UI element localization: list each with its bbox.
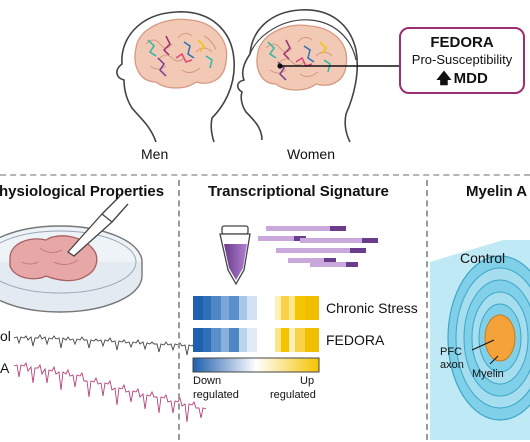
panel-title-myelin: Myelin A	[466, 183, 528, 200]
panel-title-physiological: hysiological Properties	[0, 183, 165, 200]
men-brain-icon	[134, 18, 228, 89]
pfc-axon-label-2: axon	[440, 359, 464, 371]
control-trace-label: ol	[0, 328, 11, 344]
fedora-box-effect-line: 🡅MDD	[401, 68, 523, 93]
panel-title-transcriptional: Transcriptional Signature	[208, 183, 389, 200]
heatmap-row-chronic-stress	[193, 296, 319, 320]
panel-divider-right	[426, 180, 428, 440]
men-label: Men	[141, 146, 169, 162]
fedora-trace-label: A	[0, 360, 10, 376]
myelin-control-label: Control	[460, 250, 506, 266]
horizontal-divider	[0, 174, 530, 176]
up-arrow-icon: 🡅	[436, 70, 452, 87]
scale-label-down-1: Down	[193, 375, 222, 387]
fedora-box-effect: MDD	[453, 70, 488, 87]
tube-icon	[219, 225, 251, 286]
women-label: Women	[287, 146, 335, 162]
axon-pointer	[471, 339, 495, 351]
fedora-box-subtitle: Pro-Susceptibility	[411, 52, 513, 67]
heatmap-row-label-fedora: FEDORA	[326, 332, 385, 348]
electrode-icon	[67, 195, 129, 257]
fedora-box-title: FEDORA	[430, 34, 494, 51]
scale-label-up-2: regulated	[270, 389, 316, 401]
heatmap-row-fedora	[193, 328, 319, 352]
women-brain-icon	[256, 24, 348, 91]
panel-divider-left	[178, 180, 180, 440]
scale-label-down-2: regulated	[193, 389, 239, 401]
myelinated-axon-icon	[430, 240, 530, 440]
rna-fragments	[258, 226, 378, 267]
pfc-axon-label-1: PFC	[440, 346, 462, 358]
color-scale-bar	[192, 357, 320, 373]
myelin-pointer	[489, 355, 499, 365]
control-trace	[13, 334, 207, 356]
heatmap-row-label-chronic-stress: Chronic Stress	[326, 300, 418, 316]
scale-label-up-1: Up	[300, 375, 315, 387]
fedora-susceptibility-box: FEDORA Pro-Susceptibility 🡅MDD	[399, 27, 525, 94]
fedora-trace	[13, 361, 207, 423]
myelin-label: Myelin	[472, 368, 504, 380]
